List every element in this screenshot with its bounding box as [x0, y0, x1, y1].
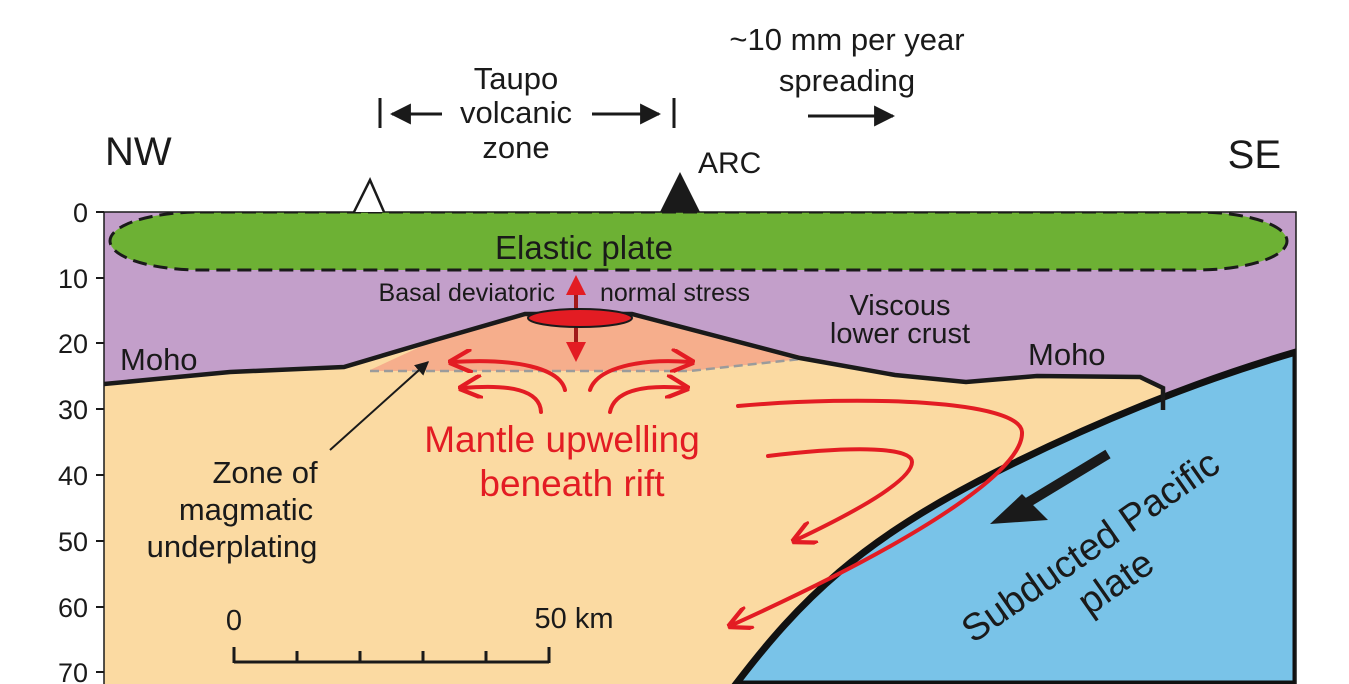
- mantle-upwelling-line1: Mantle upwelling: [424, 419, 700, 460]
- direction-se-label: SE: [1228, 133, 1281, 177]
- basal-stress-label-right: normal stress: [600, 279, 750, 307]
- elastic-plate-label: Elastic plate: [495, 229, 673, 266]
- depth-tick-label: 50: [58, 527, 88, 557]
- flow-arrow: [588, 361, 690, 392]
- spreading-rate-line1: ~10 mm per year: [729, 22, 964, 57]
- viscous-label-line1: Viscous: [849, 290, 950, 322]
- moho-left-label: Moho: [120, 342, 198, 377]
- arc-volcano-icon: [660, 172, 700, 212]
- depth-tick-label: 60: [58, 593, 88, 623]
- underplating-label-line2: magmatic: [179, 492, 313, 527]
- elastic-plate-region: [108, 212, 1289, 272]
- moho-right-label: Moho: [1028, 337, 1106, 372]
- direction-nw-label: NW: [105, 130, 172, 174]
- taupo-label-line3: zone: [482, 130, 549, 165]
- depth-tick-label: 40: [58, 461, 88, 491]
- scale-bar: [232, 647, 551, 664]
- taupo-label-line2: volcanic: [460, 95, 572, 130]
- basal-stress-label-left: Basal deviatoric: [379, 279, 555, 307]
- underplating-base-line: [370, 356, 811, 373]
- depth-tick-label: 10: [58, 264, 88, 294]
- underplating-label-line1: Zone of: [212, 455, 318, 490]
- flow-arrow: [463, 387, 543, 414]
- underplating-label-line3: underplating: [147, 529, 318, 564]
- mantle-flow-arrows: [453, 361, 1025, 625]
- flow-arrow: [766, 447, 915, 540]
- flow-arrow: [732, 398, 1025, 625]
- taupo-label-line1: Taupo: [474, 61, 558, 96]
- underplating-pointer-arrow: [329, 361, 430, 451]
- flow-arrow: [608, 387, 685, 414]
- scale-bar-end-label: 50 km: [535, 603, 614, 635]
- depth-tick-label: 20: [58, 329, 88, 359]
- viscous-label-line2: lower crust: [830, 318, 970, 350]
- depth-tick-label: 0: [73, 198, 88, 228]
- depth-axis: [96, 211, 104, 673]
- volcano-open-icon: [352, 177, 386, 213]
- spreading-rate-line2: spreading: [779, 63, 915, 98]
- mantle-upwelling-line2: beneath rift: [479, 463, 665, 504]
- depth-tick-label: 70: [58, 658, 88, 684]
- arc-label: ARC: [698, 147, 761, 180]
- scale-bar-start-label: 0: [226, 605, 242, 637]
- section-layers: [104, 212, 1296, 684]
- slab-motion-arrow: [990, 449, 1111, 524]
- flow-arrow: [453, 361, 567, 392]
- moho-line: [104, 311, 1166, 410]
- magma-chamber: [527, 308, 633, 328]
- depth-tick-label: 30: [58, 395, 88, 425]
